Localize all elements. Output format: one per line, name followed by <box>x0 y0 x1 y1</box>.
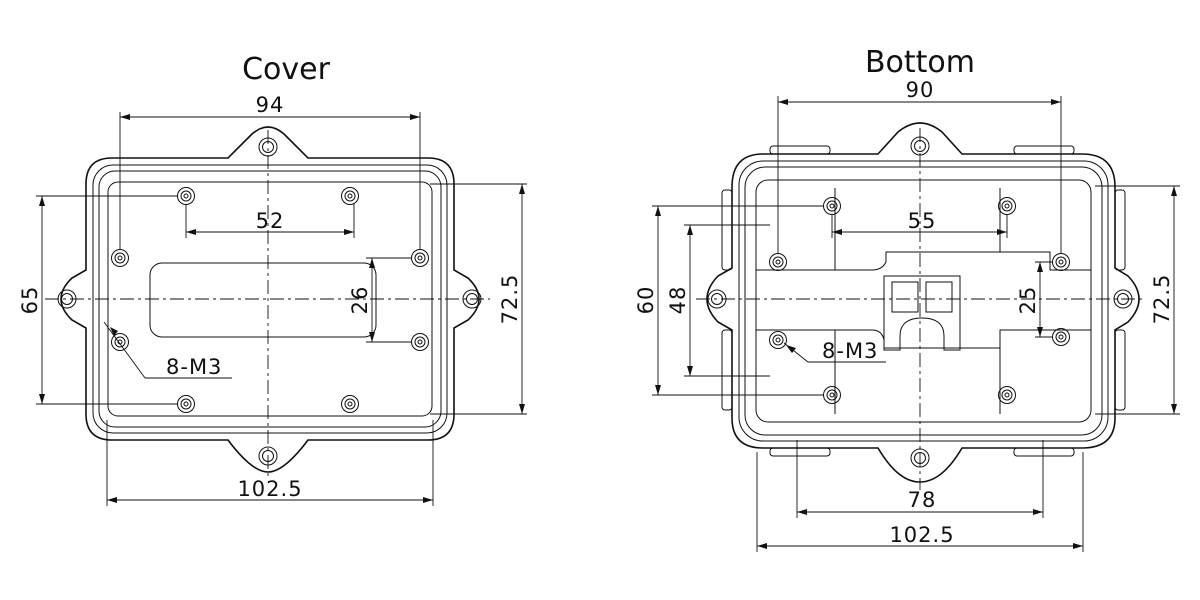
bottom-top-tab <box>1013 145 1075 155</box>
svg-text:65: 65 <box>18 286 42 315</box>
cover-dim-52: 52 <box>185 204 355 238</box>
bottom-side-tab <box>1114 189 1126 271</box>
svg-text:48: 48 <box>666 286 690 315</box>
svg-text:90: 90 <box>906 78 935 102</box>
cover-dim-26: 26 <box>348 257 412 343</box>
cover-dim-102-5: 102.5 <box>106 420 434 506</box>
bottom-screw-callout: 8-M3 <box>783 339 886 363</box>
cover-dim-94: 94 <box>119 93 421 250</box>
bottom-top-tab <box>769 145 831 155</box>
cover-screw-callout: 8-M3 <box>103 321 232 379</box>
screw-hole-icon <box>411 249 429 267</box>
screw-hole-icon <box>1052 253 1070 271</box>
bottom-dim-72-5: 72.5 <box>1095 185 1180 415</box>
bottom-side-tab <box>1114 329 1126 411</box>
svg-text:8-M3: 8-M3 <box>822 339 878 363</box>
screw-hole-icon <box>823 386 841 404</box>
cover-dim-65: 65 <box>18 195 178 405</box>
svg-text:102.5: 102.5 <box>237 477 302 501</box>
screw-hole-icon <box>769 253 787 271</box>
bottom-bottom-tab <box>769 447 831 457</box>
bottom-side-tab <box>721 189 733 271</box>
bottom-dim-55: 55 <box>831 209 1008 238</box>
screw-hole-icon <box>411 333 429 351</box>
screw-hole-icon <box>341 395 359 413</box>
svg-text:78: 78 <box>908 488 937 512</box>
cover-outline <box>60 126 480 473</box>
bottom-title: Bottom <box>865 45 975 80</box>
screw-hole-icon <box>769 331 787 349</box>
bottom-internal-rib <box>756 251 1091 271</box>
svg-text:102.5: 102.5 <box>889 523 954 547</box>
svg-text:72.5: 72.5 <box>1150 274 1174 325</box>
bottom-bracket-slot <box>891 281 919 313</box>
bottom-dim-78: 78 <box>796 440 1044 518</box>
bottom-dim-90: 90 <box>777 78 1062 254</box>
cover-window <box>149 262 377 338</box>
screw-hole-icon <box>177 187 195 205</box>
bottom-internal-rib <box>756 329 1091 349</box>
cover-dim-72-5: 72.5 <box>430 183 527 415</box>
bottom-outline <box>706 122 1140 483</box>
svg-text:8-M3: 8-M3 <box>166 355 222 379</box>
bottom-dim-102-5: 102.5 <box>756 452 1084 552</box>
bottom-bracket-slot <box>925 281 953 313</box>
svg-text:25: 25 <box>1016 286 1040 315</box>
screw-hole-icon <box>177 395 195 413</box>
svg-text:26: 26 <box>348 286 372 315</box>
screw-hole-icon <box>998 386 1016 404</box>
bottom-dim-48: 48 <box>666 224 770 377</box>
bottom-center-bracket <box>883 275 961 351</box>
bottom-side-tab <box>721 329 733 411</box>
bottom-rim-1 <box>738 160 1109 442</box>
bottom-rim-2 <box>744 166 1103 436</box>
screw-hole-icon <box>998 197 1016 215</box>
svg-text:55: 55 <box>908 209 937 233</box>
svg-text:94: 94 <box>256 93 285 117</box>
bottom-view: Bottom <box>634 45 1180 552</box>
screw-hole-icon <box>111 249 129 267</box>
bottom-bottom-tab <box>1013 447 1075 457</box>
screw-hole-icon <box>341 187 359 205</box>
svg-text:72.5: 72.5 <box>498 274 522 325</box>
cover-view: Cover 94 <box>18 52 527 506</box>
cover-title: Cover <box>242 52 331 87</box>
screw-hole-icon <box>1052 328 1070 346</box>
svg-text:52: 52 <box>256 209 285 233</box>
bottom-inner-wall <box>755 179 1092 423</box>
bottom-dim-25: 25 <box>1016 261 1053 338</box>
screw-hole-icon <box>823 197 841 215</box>
svg-text:60: 60 <box>634 286 658 315</box>
bottom-dim-60: 60 <box>634 205 824 396</box>
